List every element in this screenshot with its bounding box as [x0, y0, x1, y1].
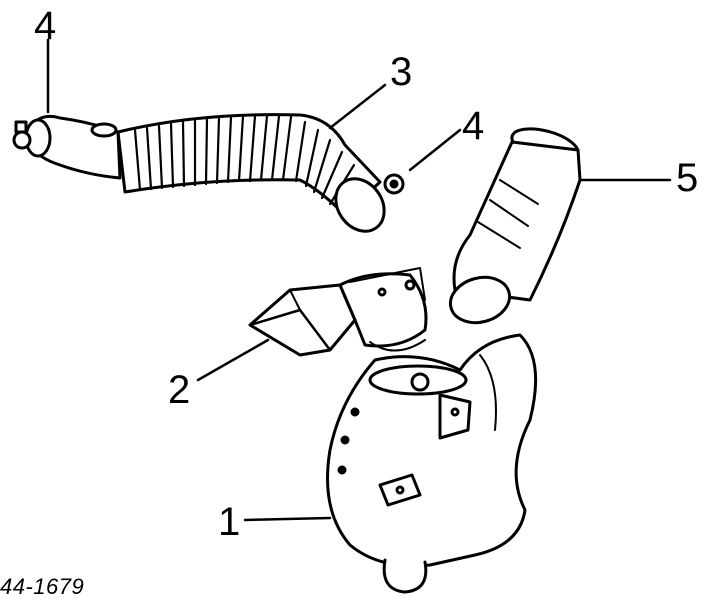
part-3-corrugated-hose — [12, 113, 405, 233]
callout-3: 3 — [390, 50, 413, 94]
callout-2: 2 — [168, 368, 191, 412]
part-1-air-cleaner-housing — [326, 333, 538, 594]
callout-1: 1 — [218, 500, 241, 544]
callout-5: 5 — [676, 156, 699, 200]
callout-4-left: 4 — [34, 4, 57, 48]
part-5-upper-duct — [448, 127, 582, 325]
part-2-inlet-funnel — [248, 267, 428, 357]
callout-4-right: 4 — [462, 104, 485, 148]
figure-number: 44-1679 — [0, 574, 85, 599]
leader-lines — [46, 38, 672, 522]
